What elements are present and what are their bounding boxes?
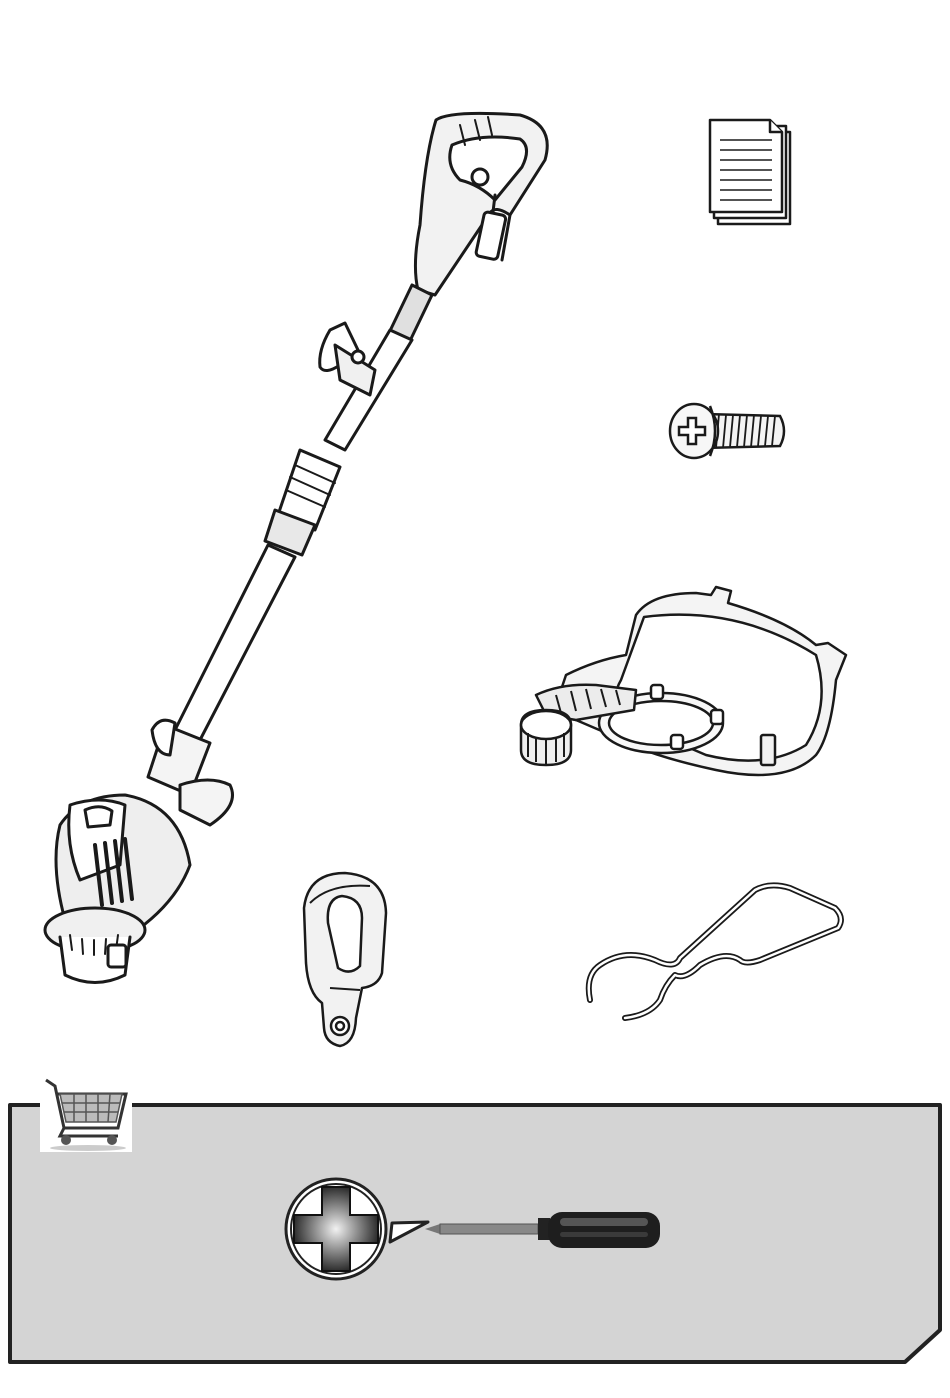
- auxiliary-handle-icon: [300, 868, 390, 1048]
- tools-required-panel: [0, 1072, 950, 1398]
- shopping-cart-icon: [40, 1074, 132, 1152]
- wire-edge-guide-icon: [580, 880, 850, 1025]
- trimmer-guard-icon: [516, 585, 851, 785]
- grass-trimmer-icon: [40, 105, 570, 995]
- phillips-screw-icon: [662, 398, 792, 464]
- document-icon: [700, 112, 800, 232]
